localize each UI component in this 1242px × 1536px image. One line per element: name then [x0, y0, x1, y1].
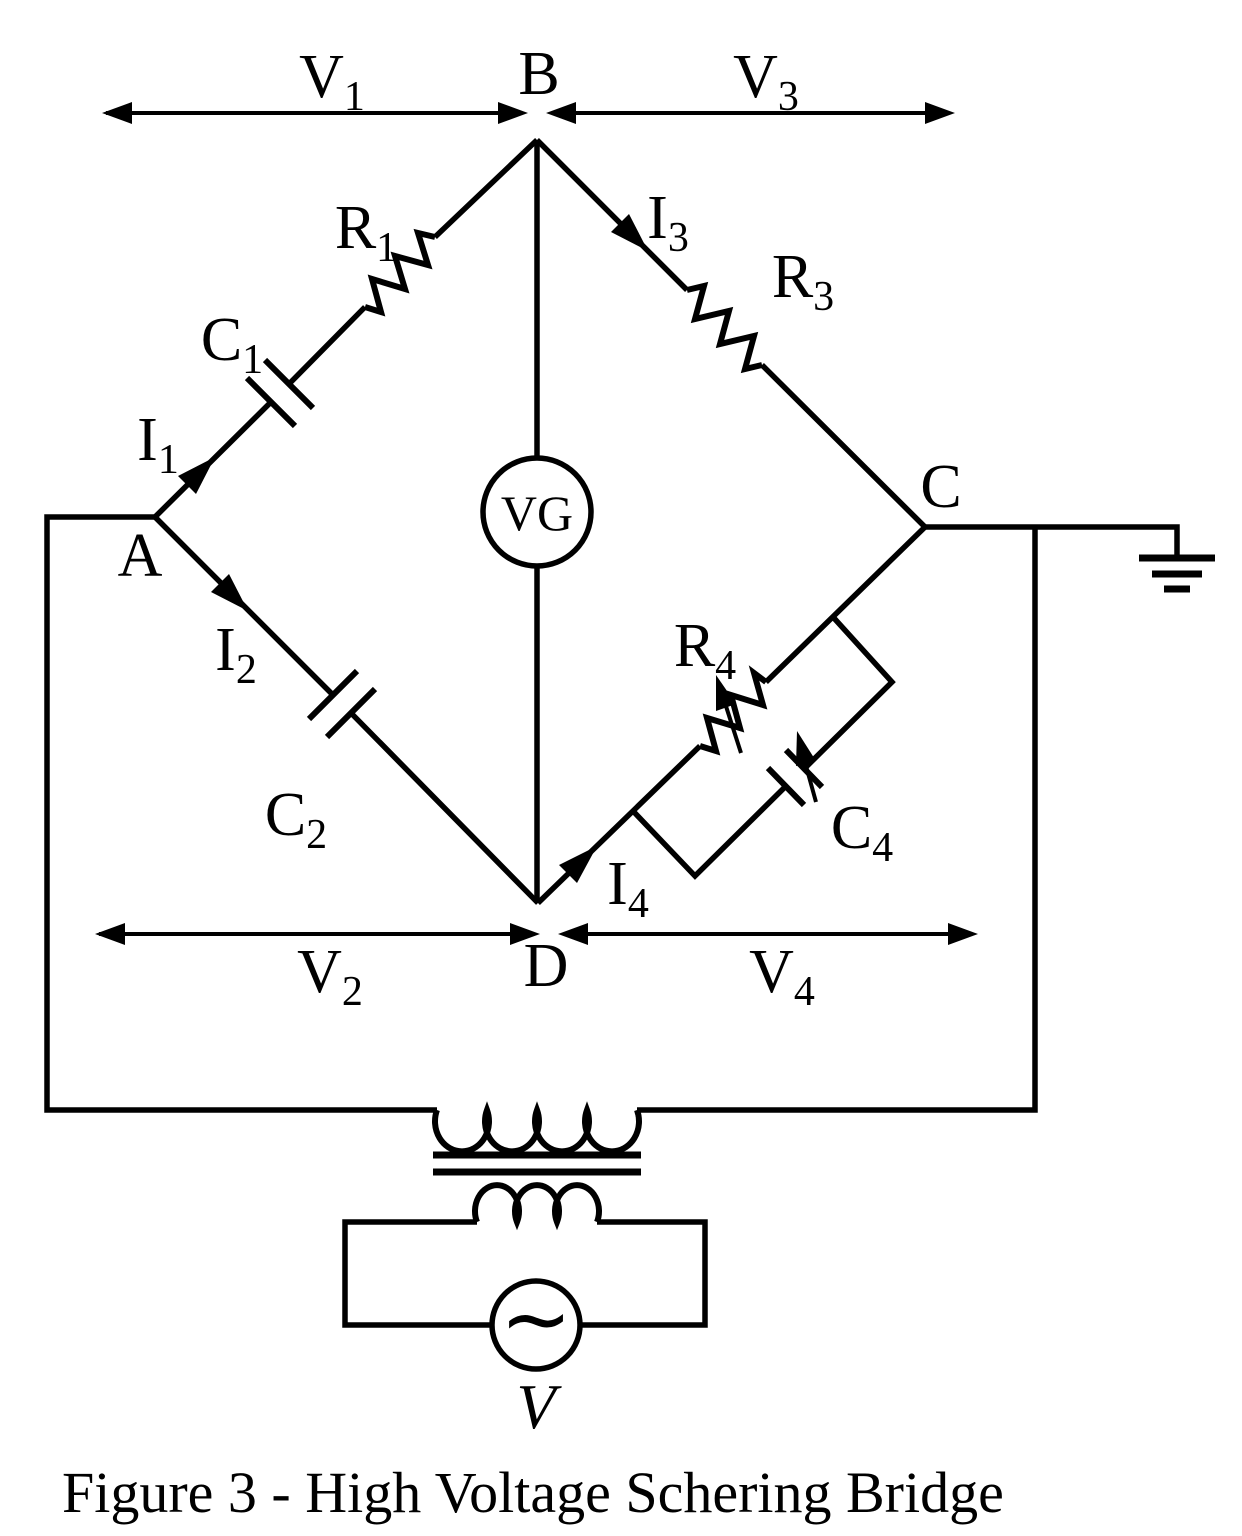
- component-label-c1: C1: [201, 306, 263, 383]
- component-label-r4: R4: [674, 612, 736, 689]
- arm-dc-wire: [536, 525, 927, 905]
- current-label-i2: I2: [215, 616, 257, 693]
- voltage-arrow-v1: [102, 102, 528, 124]
- component-label-c2: C2: [265, 781, 327, 858]
- node-label-a: A: [118, 522, 163, 590]
- v2-arrow-head-right: [510, 923, 540, 945]
- v2-arrow-head-left: [95, 923, 125, 945]
- resistor-r4: [699, 665, 768, 756]
- node-label-d: D: [524, 932, 569, 1000]
- ac-tilde-icon: ~: [500, 1269, 572, 1369]
- transformer-secondary-coil: [432, 1101, 642, 1155]
- current-arrow-i3: [611, 214, 648, 251]
- node-label-b: B: [518, 40, 559, 108]
- voltage-arrow-v2: [95, 923, 540, 945]
- voltage-arrow-v4: [558, 923, 978, 945]
- v1-arrow-head-left: [102, 102, 132, 124]
- wire-a-to-transformer: [44, 514, 437, 1113]
- voltage-label-v2: V2: [297, 938, 363, 1015]
- c4-arrow-head: [796, 731, 816, 766]
- c4-branch-wire: [631, 615, 896, 880]
- resistor-r1: [364, 228, 436, 317]
- transformer-core: [433, 1151, 641, 1176]
- v4-arrow-head-right: [948, 923, 978, 945]
- current-arrow-i1: [178, 457, 215, 494]
- wire-primary-loop: [342, 1219, 708, 1328]
- component-label-r1: R1: [335, 194, 397, 271]
- v3-arrow-head-right: [925, 102, 955, 124]
- capacitor-c1: [244, 357, 316, 429]
- resistor-r4-variable-arrow: [716, 675, 743, 754]
- v3-arrow-head-left: [546, 102, 576, 124]
- current-arrow-i2: [211, 574, 248, 611]
- node-label-c: C: [920, 453, 961, 521]
- voltage-label-v1: V1: [299, 43, 365, 120]
- voltage-label-v4: V4: [749, 938, 815, 1015]
- capacitor-c2: [306, 668, 378, 740]
- transformer-primary-coil: [472, 1182, 602, 1231]
- galvanometer-circle: [480, 455, 594, 569]
- resistor-r3: [686, 281, 763, 374]
- current-arrow-i4: [559, 846, 597, 883]
- ground-icon: [1139, 554, 1215, 593]
- source-label: V: [516, 1371, 562, 1442]
- galvanometer-label: VG: [501, 485, 573, 541]
- figure-caption: Figure 3 - High Voltage Schering Bridge: [62, 1460, 1004, 1525]
- r4-arrow-head: [716, 675, 736, 711]
- arm-ad-wire: [153, 515, 540, 905]
- capacitor-c4-variable-arrow: [796, 731, 818, 803]
- component-label-r3: R3: [772, 243, 834, 320]
- current-label-i4: I4: [607, 850, 649, 927]
- wire-c-to-transformer: [637, 527, 1038, 1113]
- voltage-arrow-v3: [546, 102, 955, 124]
- current-label-i1: I1: [137, 406, 179, 483]
- voltage-label-v3: V3: [733, 43, 799, 120]
- v4-arrow-head-left: [558, 923, 588, 945]
- r4-arrow-shaft: [722, 699, 743, 754]
- v1-arrow-head-right: [498, 102, 528, 124]
- capacitor-c4: [765, 747, 825, 808]
- wire-c-to-ground: [925, 524, 1180, 558]
- current-label-i3: I3: [647, 184, 689, 261]
- arm-bc-wire: [535, 138, 927, 529]
- ac-source-circle: [489, 1278, 583, 1372]
- component-label-c4: C4: [831, 794, 893, 871]
